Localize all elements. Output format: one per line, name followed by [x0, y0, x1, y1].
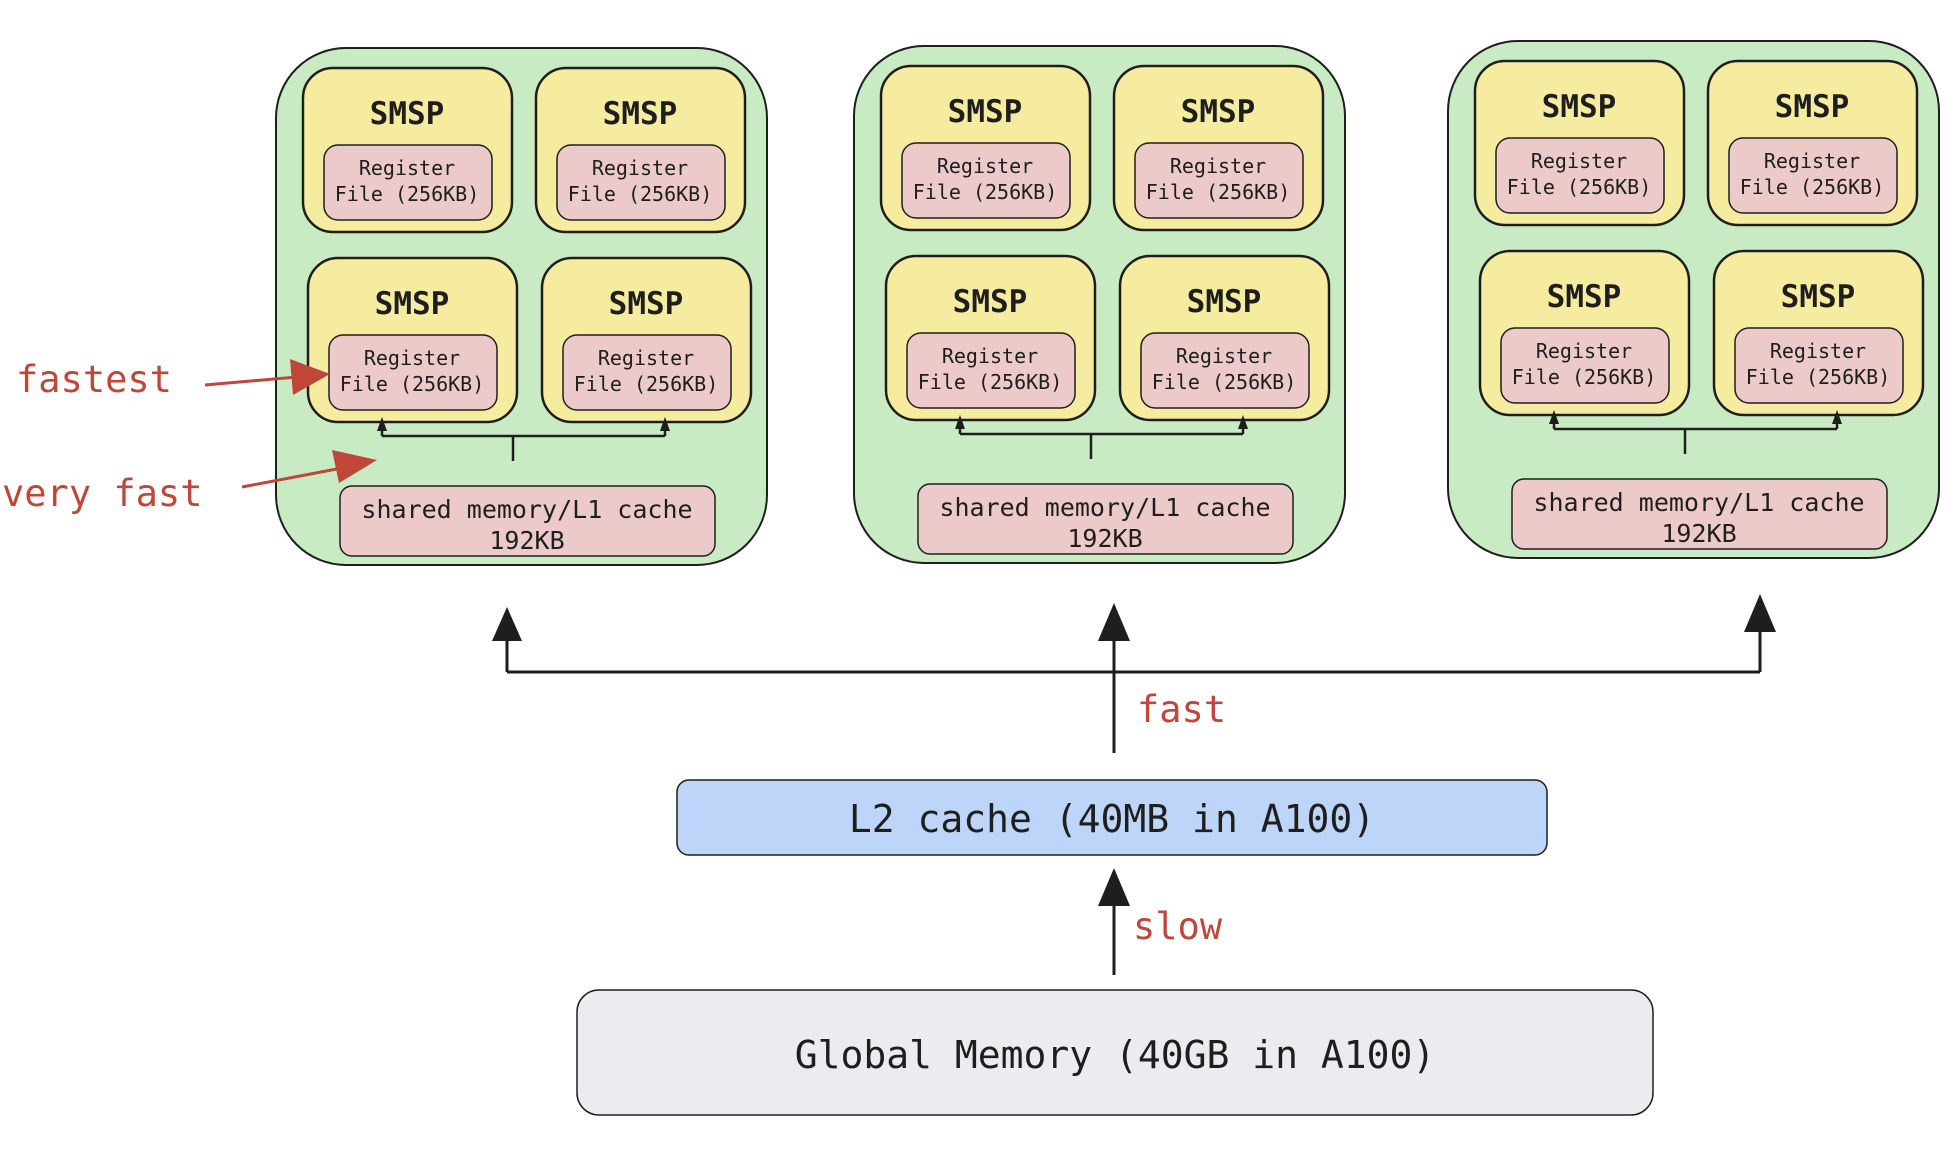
- sm1-arrowhead: [492, 607, 522, 641]
- smsp-label: SMSP: [609, 286, 684, 322]
- very-fast-label: very fast: [2, 472, 202, 515]
- shared-memory-label: shared memory/L1 cache: [361, 495, 692, 524]
- register-file-label: Register: [1176, 344, 1272, 368]
- smsp-label: SMSP: [953, 284, 1028, 320]
- smsp-label: SMSP: [370, 96, 445, 132]
- bus-right-arrowhead: [660, 417, 670, 431]
- register-file-size: File (256KB): [568, 182, 713, 206]
- shared-memory-label: shared memory/L1 cache: [1533, 488, 1864, 517]
- register-file-label: Register: [1536, 339, 1632, 363]
- fast-label: fast: [1137, 688, 1226, 731]
- register-file-box: [562, 334, 732, 411]
- global-memory-label: Global Memory (40GB in A100): [795, 1033, 1436, 1077]
- register-file-label: Register: [1764, 149, 1860, 173]
- register-file-size: File (256KB): [340, 372, 485, 396]
- shared-memory-box: [339, 485, 716, 557]
- register-file-label: Register: [1770, 339, 1866, 363]
- smsp-label: SMSP: [948, 94, 1023, 130]
- bus-left-arrowhead: [1549, 410, 1559, 424]
- l2-arrowhead: [1098, 868, 1130, 906]
- register-file-box: [906, 332, 1076, 409]
- register-file-box: [1734, 327, 1904, 404]
- register-file-size: File (256KB): [918, 370, 1063, 394]
- smsp-label: SMSP: [1181, 94, 1256, 130]
- shared-memory-size: 192KB: [1661, 519, 1736, 548]
- slow-label: slow: [1133, 905, 1223, 948]
- smsp-label: SMSP: [375, 286, 450, 322]
- register-file-label: Register: [592, 156, 688, 180]
- smsp-label: SMSP: [1187, 284, 1262, 320]
- smsp-label: SMSP: [1547, 279, 1622, 315]
- register-file-box: [1500, 327, 1670, 404]
- shared-memory-box: [917, 483, 1294, 555]
- bus-right-arrowhead: [1832, 410, 1842, 424]
- smsp-label: SMSP: [1775, 89, 1850, 125]
- shared-memory-box: [1511, 478, 1888, 550]
- register-file-box: [323, 144, 493, 221]
- register-file-box: [901, 142, 1071, 219]
- register-file-size: File (256KB): [1507, 175, 1652, 199]
- register-file-box: [1140, 332, 1310, 409]
- register-file-size: File (256KB): [1512, 365, 1657, 389]
- register-file-label: Register: [359, 156, 455, 180]
- fastest-arrowhead: [290, 359, 330, 395]
- very-fast-arrowhead: [332, 450, 377, 483]
- register-file-box: [556, 144, 726, 221]
- shared-memory-label: shared memory/L1 cache: [939, 493, 1270, 522]
- smsp-label: SMSP: [1542, 89, 1617, 125]
- register-file-label: Register: [942, 344, 1038, 368]
- register-file-label: Register: [364, 346, 460, 370]
- register-file-size: File (256KB): [1740, 175, 1885, 199]
- shared-memory-size: 192KB: [1067, 524, 1142, 553]
- register-file-size: File (256KB): [335, 182, 480, 206]
- sm2-arrowhead: [1098, 603, 1130, 641]
- register-file-size: File (256KB): [1152, 370, 1297, 394]
- global-memory-box: [576, 989, 1654, 1116]
- register-file-box: [1134, 142, 1304, 219]
- register-file-label: Register: [598, 346, 694, 370]
- l2-cache-label: L2 cache (40MB in A100): [849, 797, 1375, 841]
- sm3-arrowhead: [1744, 594, 1776, 632]
- smsp-label: SMSP: [1781, 279, 1856, 315]
- bus-right-arrowhead: [1238, 415, 1248, 429]
- bus-left-arrowhead: [377, 417, 387, 431]
- l2-cache-box: [676, 779, 1548, 856]
- register-file-box: [328, 334, 498, 411]
- register-file-size: File (256KB): [574, 372, 719, 396]
- register-file-size: File (256KB): [1746, 365, 1891, 389]
- register-file-label: Register: [1531, 149, 1627, 173]
- register-file-box: [1728, 137, 1898, 214]
- register-file-label: Register: [937, 154, 1033, 178]
- bus-left-arrowhead: [955, 415, 965, 429]
- fastest-arrow-line: [204, 375, 298, 387]
- shared-memory-size: 192KB: [489, 526, 564, 555]
- register-file-size: File (256KB): [913, 180, 1058, 204]
- register-file-size: File (256KB): [1146, 180, 1291, 204]
- register-file-box: [1495, 137, 1665, 214]
- smsp-label: SMSP: [603, 96, 678, 132]
- fastest-label: fastest: [16, 358, 172, 401]
- very-fast-arrow-line: [241, 466, 343, 489]
- register-file-label: Register: [1170, 154, 1266, 178]
